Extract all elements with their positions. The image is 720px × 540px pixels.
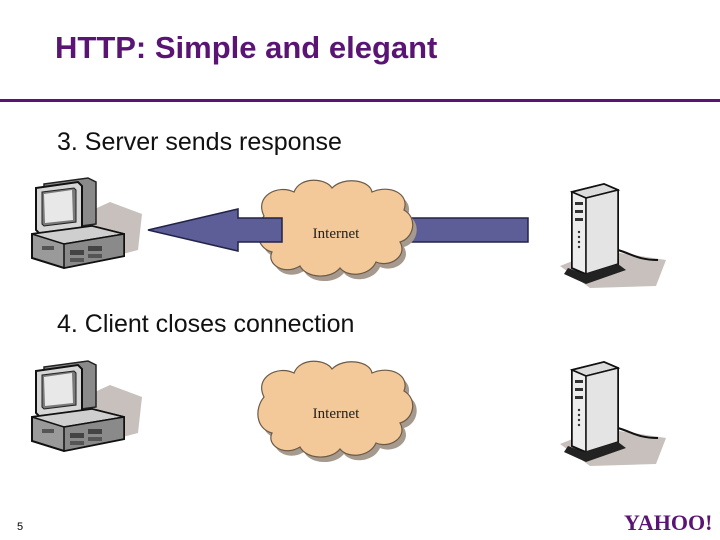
slide-number: 5 — [17, 521, 24, 533]
server-tower-icon — [559, 361, 667, 467]
internet-label: Internet — [313, 406, 360, 422]
connection-line — [399, 217, 529, 243]
client-computer-icon — [31, 360, 143, 452]
client-computer-icon — [31, 177, 143, 269]
response-arrow-icon — [147, 208, 283, 252]
title-divider — [0, 99, 720, 102]
yahoo-logo: YAHOO! — [624, 510, 712, 535]
step-3-label: 3. Server sends response — [57, 128, 342, 156]
internet-label: Internet — [313, 226, 360, 242]
step-4-label: 4. Client closes connection — [57, 310, 355, 338]
server-tower-icon — [559, 183, 667, 289]
slide-title: HTTP: Simple and elegant — [55, 30, 438, 65]
